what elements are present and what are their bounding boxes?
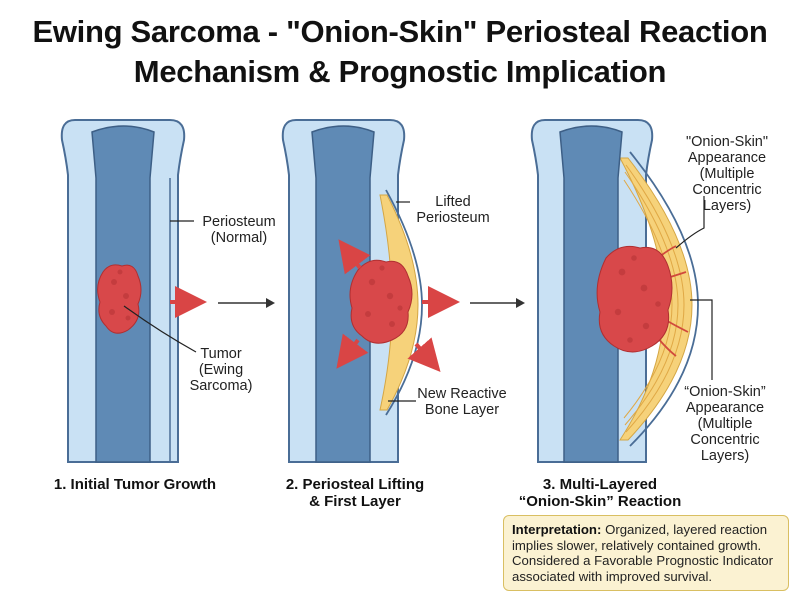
- leader-tumor: [123, 305, 197, 353]
- title-line-2: Mechanism & Prognostic Implication: [133, 54, 667, 89]
- leader-lines: [123, 196, 713, 402]
- interpretation-text: Organized, layered reaction implies slow…: [512, 522, 773, 584]
- interpretation-heading: Interpretation:: [512, 522, 602, 537]
- leader-onion-bottom: [690, 299, 713, 380]
- stage-label-2: 2. Periosteal Lifting& First Layer: [285, 476, 425, 510]
- bone-stage-1: [60, 119, 207, 463]
- stage-label-1: 1. Initial Tumor Growth: [53, 476, 217, 493]
- bone-3-periosteum: [629, 151, 699, 447]
- bone-1-tumor: [97, 264, 142, 334]
- bone-2-marrow: [311, 125, 375, 463]
- label-periosteum-normal: Periosteum(Normal): [202, 214, 276, 246]
- bone-stage-2: [281, 119, 460, 463]
- title-line-1: Ewing Sarcoma - "Onion-Skin" Periosteal …: [32, 14, 768, 49]
- bone-3-tumor: [596, 245, 673, 353]
- bone-2-arrow-lr: [407, 337, 441, 373]
- bone-3-marrow: [559, 125, 623, 463]
- bone-2-arrow-ll: [336, 333, 369, 369]
- bone-stage-3: [530, 119, 699, 463]
- stage-label-3: 3. Multi-Layered“Onion-Skin” Reaction: [518, 476, 682, 510]
- bone-2-tumor: [349, 259, 413, 344]
- bone-2-lifted-periosteum: [385, 189, 423, 416]
- bone-2-arrow-ul: [338, 239, 371, 275]
- interpretation-box: Interpretation: Organized, layered react…: [503, 515, 789, 591]
- leader-onion-top: [675, 196, 705, 249]
